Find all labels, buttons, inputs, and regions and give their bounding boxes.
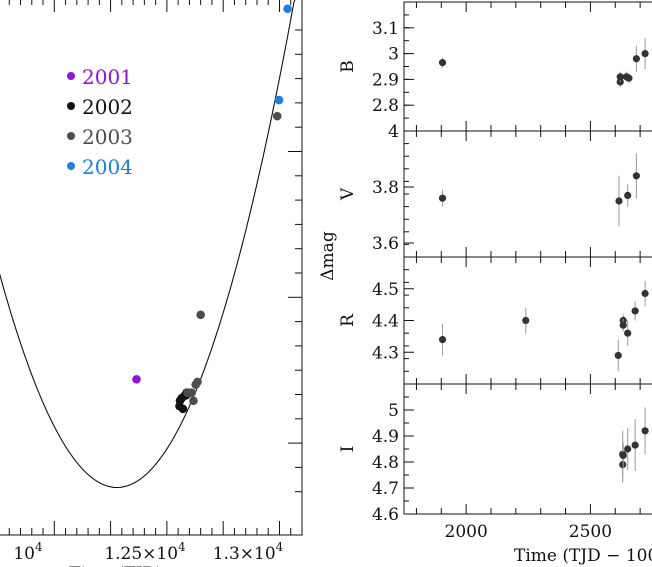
panel-label-V: V (338, 187, 358, 201)
data-point-2001 (132, 374, 141, 384)
y-tick-label: 3.8 (372, 178, 399, 198)
x-axis-label: Time (TJD − 100 (514, 546, 652, 566)
y-axis-label: Δmag (318, 231, 338, 281)
panel-frame (403, 383, 652, 515)
data-point (631, 441, 639, 449)
legend-label-2003: 2003 (82, 125, 133, 149)
data-point-2003 (196, 310, 205, 320)
left-plot-frame (0, 0, 303, 536)
data-point (641, 289, 649, 298)
y-tick-label: 4.8 (372, 453, 399, 473)
x-tick-label: 1.25×104 (104, 540, 186, 564)
y-tick-label: 4.4 (372, 312, 399, 332)
legend-marker-2001 (67, 72, 75, 80)
x-tick-label: 2500 (569, 522, 612, 542)
y-tick-label: 3 (388, 45, 399, 65)
legend-marker-2002 (67, 102, 75, 110)
data-point-2004 (274, 95, 284, 105)
data-point (616, 73, 624, 81)
data-point-2002 (178, 404, 188, 414)
panel-V: 4 3.8 3.6 V (338, 122, 652, 258)
data-point (438, 59, 447, 67)
x-tick-label: 1.3×104 (213, 540, 284, 564)
data-point (438, 194, 447, 202)
y-tick-label: 2.9 (372, 70, 399, 90)
data-point (522, 316, 530, 325)
data-point (641, 50, 649, 58)
data-point-2003 (193, 377, 202, 387)
panel-R: 4.5 4.4 4.3 R (338, 256, 652, 385)
panel-frame (403, 1, 652, 132)
data-point (641, 427, 649, 435)
data-point (619, 321, 627, 329)
panel-frame (403, 130, 652, 258)
y-tick-label: 4.5 (372, 280, 399, 300)
x-tick-label: 104 (13, 540, 43, 564)
right-photometry-chart: 3.1 3 2.9 2.8 B 4 3.8 3.6 V 4.5 4.4 4.3 R 5 4.9 4.8 4.7 4… (318, 1, 652, 566)
data-point (614, 351, 622, 360)
x-tick-label: 2000 (445, 522, 488, 542)
panel-B: 3.1 3 2.9 2.8 B (338, 1, 652, 132)
y-tick-label: 4 (388, 122, 399, 142)
legend-label-2002: 2002 (82, 95, 133, 119)
panel-label-R: R (338, 313, 358, 327)
y-tick-label: 4.3 (372, 343, 399, 363)
panel-label-I: I (338, 446, 358, 453)
data-point (631, 307, 639, 315)
y-tick-label: 4.7 (372, 479, 399, 499)
data-point (624, 445, 632, 453)
data-point-2004 (283, 4, 292, 14)
data-point (632, 172, 640, 180)
data-point (438, 335, 447, 344)
y-tick-label: 3.6 (372, 234, 399, 254)
data-point-2003 (189, 396, 198, 406)
legend-label-2004: 2004 (82, 155, 133, 179)
left-light-curve-chart: 1.25×104 1.3×104 104Time (TJD) 2001 2002 2003… (0, 0, 303, 567)
y-tick-label: 4.9 (372, 427, 399, 447)
y-tick-label: 3.1 (372, 19, 399, 39)
legend-marker-2004 (67, 162, 75, 170)
y-tick-label: 5 (388, 401, 399, 421)
legend-marker-2003 (67, 132, 75, 140)
panel-I: 5 4.9 4.8 4.7 4.6 I (338, 383, 652, 525)
y-tick-label: 4.6 (372, 505, 399, 525)
fit-curve (0, 0, 296, 489)
x-axis-label: Time (TJD) (69, 564, 162, 567)
data-point (632, 55, 640, 63)
y-tick-label: 2.8 (372, 96, 399, 116)
data-point-2003 (187, 388, 196, 397)
data-point (615, 197, 623, 205)
data-point (624, 191, 632, 199)
data-point (625, 74, 633, 82)
data-point (624, 329, 632, 337)
legend-label-2001: 2001 (82, 65, 133, 89)
data-point-2003 (272, 111, 282, 121)
panel-label-B: B (338, 60, 358, 73)
data-point (619, 451, 627, 460)
